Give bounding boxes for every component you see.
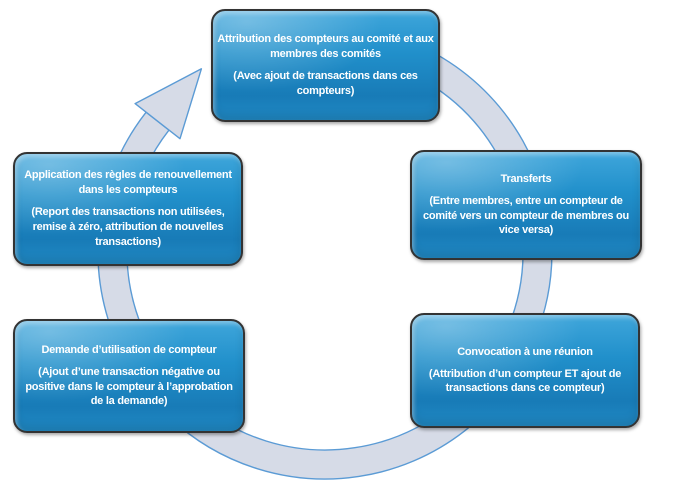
node-title: Attribution des compteurs au comité et a… <box>217 33 434 61</box>
cycle-arrow-head-icon <box>134 68 203 140</box>
node-detail: (Avec ajout de transactions dans ces com… <box>233 70 418 97</box>
cycle-node-transferts: Transferts (Entre membres, entre un comp… <box>410 150 642 260</box>
node-detail: (Ajout d’une transaction négative ou pos… <box>25 365 233 408</box>
cycle-node-convocation-reunion: Convocation à une réunion (Attribution d… <box>410 313 640 428</box>
node-detail: (Attribution d’un compteur ET ajout de t… <box>428 367 622 395</box>
node-title: Demande d’utilisation de compteur <box>41 343 217 356</box>
node-detail: (Report des transactions non utilisées, … <box>31 206 225 248</box>
node-title: Transferts <box>500 172 552 185</box>
cycle-node-demande-utilisation: Demande d’utilisation de compteur (Ajout… <box>13 319 245 433</box>
node-title: Application des règles de renouvellement… <box>24 169 232 197</box>
node-detail: (Entre membres, entre un compteur de com… <box>423 194 629 237</box>
cycle-node-attribution-compteurs: Attribution des compteurs au comité et a… <box>211 9 440 122</box>
cycle-node-regles-renouvellement: Application des règles de renouvellement… <box>13 152 243 266</box>
node-title: Convocation à une réunion <box>457 345 593 358</box>
